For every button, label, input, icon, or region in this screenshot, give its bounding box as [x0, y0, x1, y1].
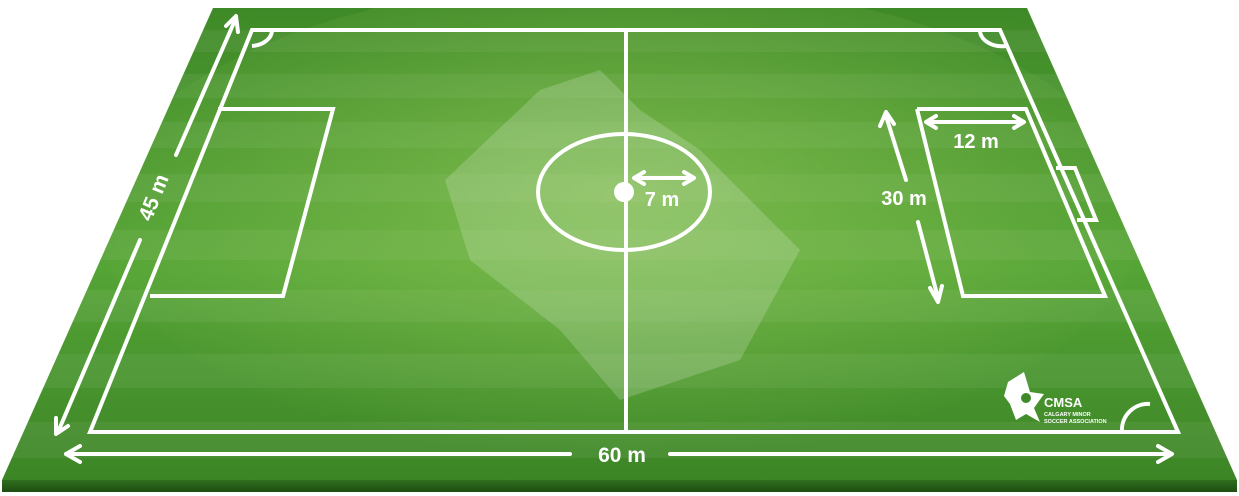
cmsa-line2: SOCCER ASSOCIATION: [1044, 419, 1107, 425]
width-arrow: [54, 14, 240, 436]
cmsa-line1: CALGARY MINOR: [1044, 412, 1091, 418]
corner-arc-top-left: [251, 29, 275, 48]
penalty-depth-arrow: [924, 114, 1026, 130]
right-penalty-area: [915, 107, 1109, 298]
touchline-boundary: [87, 28, 1182, 434]
cmsa-logo: CMSA CALGARY MINOR SOCCER ASSOCIATION: [1004, 372, 1107, 425]
right-goal-box: [1056, 166, 1099, 222]
corner-arc-bottom-right: [1119, 401, 1151, 433]
center-circle: [536, 132, 712, 252]
penalty-width-label: 30 m: [881, 188, 927, 210]
watermark-figure: [445, 70, 800, 400]
radius-label: 7 m: [645, 189, 679, 211]
penalty-depth-label: 12 m: [953, 131, 999, 153]
radius-arrow: [632, 170, 696, 186]
field-edge: [2, 480, 1237, 492]
length-arrow: [64, 444, 1174, 464]
length-label: 60 m: [598, 444, 646, 467]
cmsa-acronym: CMSA: [1044, 395, 1083, 410]
corner-arc-top-right: [977, 29, 1007, 49]
center-spot: [614, 182, 634, 202]
left-penalty-area: [150, 107, 336, 298]
penalty-width-arrow: [878, 110, 944, 304]
